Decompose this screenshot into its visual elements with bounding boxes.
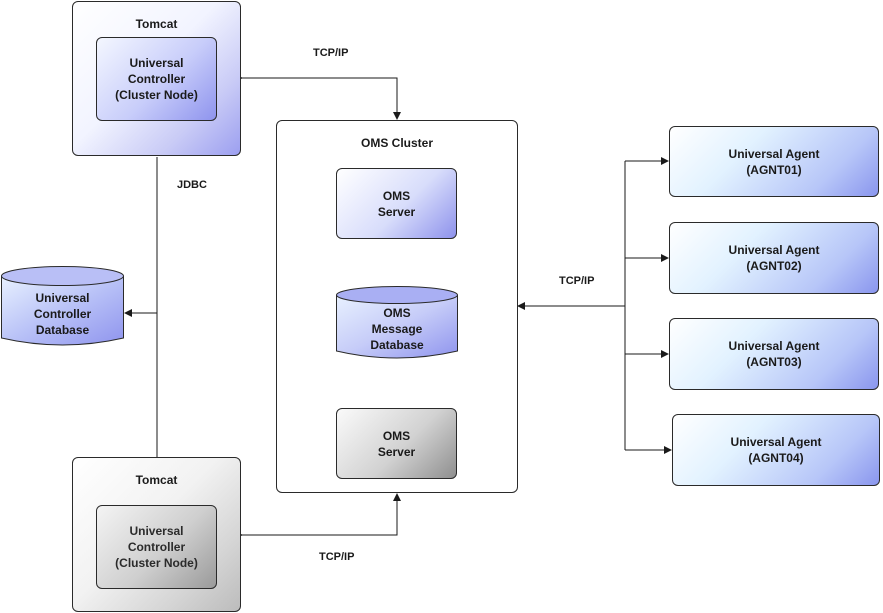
tcpip-bottom-label: TCP/IP [319, 551, 355, 563]
tomcat-top-title: Tomcat [135, 17, 178, 31]
universal-agent-agnt04: Universal Agent (AGNT04) [672, 414, 880, 486]
oms-server-top: OMS Server [336, 168, 457, 239]
controller-database-label: Universal Controller Database [33, 291, 92, 337]
tcpip-right-label: TCP/IP [559, 275, 595, 287]
universal-agent-agnt01: Universal Agent (AGNT01) [669, 126, 879, 197]
tcpip-top-connector [235, 74, 401, 120]
controller-node-bottom: Universal Controller (Cluster Node) [96, 505, 217, 589]
oms-message-database: OMS Message Database [336, 286, 458, 360]
message-db-cylinder-icon [336, 286, 458, 359]
oms-cluster-title: OMS Cluster [360, 136, 433, 150]
controller-node-top: Universal Controller (Cluster Node) [96, 37, 217, 121]
oms-server-bottom: OMS Server [336, 408, 457, 479]
tomcat-bottom-title: Tomcat [135, 473, 178, 487]
database-cylinder-icon [1, 266, 124, 346]
universal-agent-agnt03: Universal Agent (AGNT03) [669, 318, 879, 390]
tomcat-top-box: Tomcat Universal Controller (Cluster Nod… [72, 1, 241, 156]
oms-message-database-label: OMS Message Database [370, 306, 424, 352]
jdbc-label: JDBC [177, 179, 207, 191]
controller-database: Universal Controller Database [1, 266, 124, 348]
tomcat-bottom-box: Tomcat Universal Controller (Cluster Nod… [72, 457, 241, 612]
tcpip-bottom-connector [235, 493, 401, 539]
tcpip-top-label: TCP/IP [313, 47, 349, 59]
universal-agent-agnt02: Universal Agent (AGNT02) [669, 222, 879, 294]
